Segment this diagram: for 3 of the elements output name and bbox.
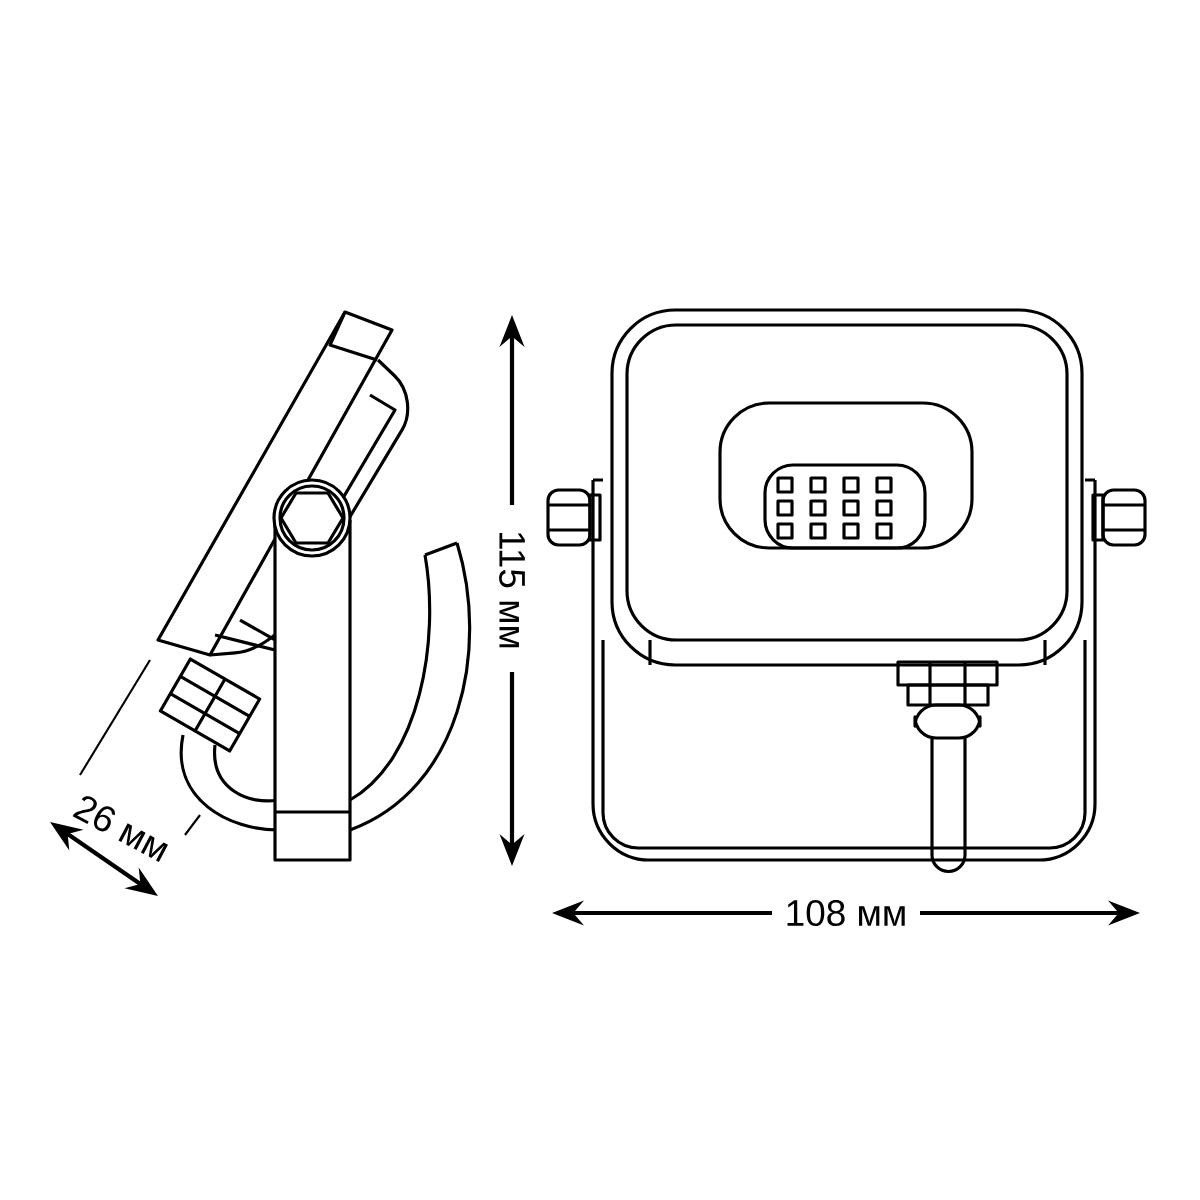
dimension-label: 115 мм xyxy=(499,532,525,648)
dimension-label: 26 мм xyxy=(72,796,168,862)
dimension-label: 108 мм xyxy=(787,899,905,927)
